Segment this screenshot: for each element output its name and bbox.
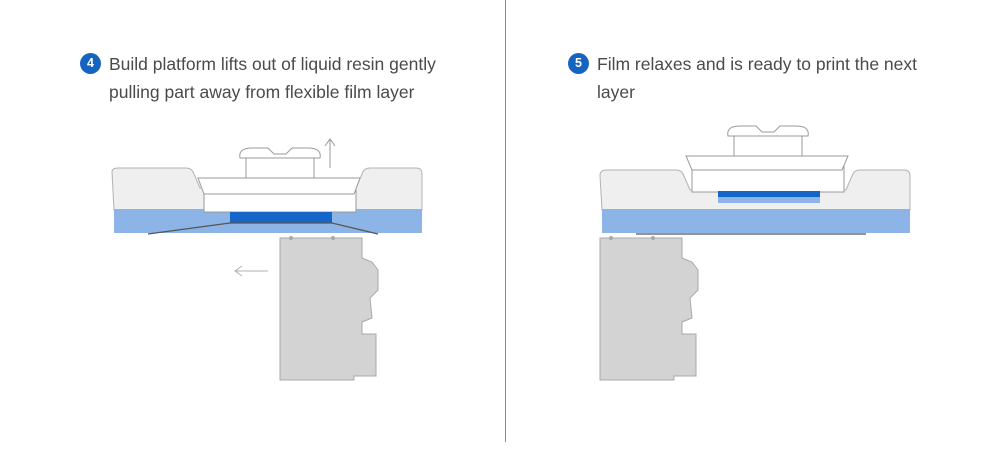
step-4-text: Build platform lifts out of liquid resin… [109, 54, 436, 102]
step-4-caption: 4 Build platform lifts out of liquid res… [80, 50, 490, 106]
tilt-mechanism [599, 237, 699, 381]
mechanism-pin [609, 236, 613, 240]
arrow-up-icon [324, 138, 336, 168]
printed-part [718, 191, 820, 197]
step-5-badge: 5 [568, 53, 589, 74]
platform-knob [727, 125, 809, 137]
tilt-mechanism [279, 237, 379, 381]
build-platform-flange [685, 155, 849, 171]
platform-mount [733, 135, 803, 157]
flexible-film [147, 222, 379, 235]
mechanism-pin [289, 236, 293, 240]
step-5-text: Film relaxes and is ready to print the n… [597, 54, 918, 102]
platform-knob [239, 147, 321, 159]
mechanism-pin [331, 236, 335, 240]
step-4-badge: 4 [80, 53, 101, 74]
liquid-resin [602, 209, 910, 233]
printed-part [230, 212, 332, 223]
step-4-diagram [111, 138, 423, 381]
mechanism-pin [651, 236, 655, 240]
arrow-left-icon [234, 265, 268, 277]
panel-divider [505, 0, 506, 442]
step-5-caption: 5 Film relaxes and is ready to print the… [568, 50, 928, 106]
new-resin-layer [718, 197, 820, 203]
